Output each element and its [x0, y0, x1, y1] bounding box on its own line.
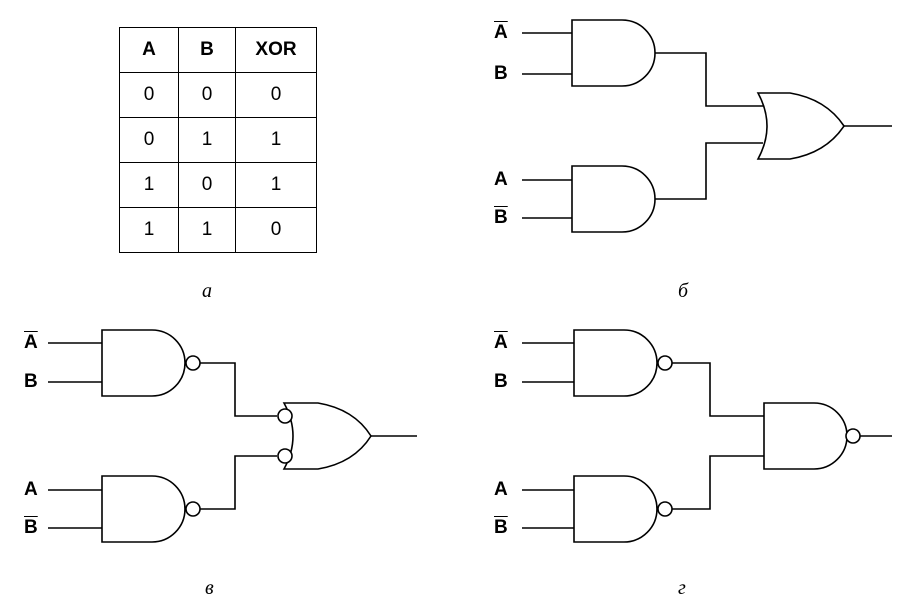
or-gate [756, 92, 845, 160]
circuit-v [48, 329, 417, 543]
or-gate [282, 402, 372, 470]
caption-v: в [205, 577, 214, 599]
caption-a: а [202, 280, 212, 302]
input-label-a: A [494, 479, 508, 500]
circuit-b [522, 19, 892, 233]
table-cell: 0 [178, 72, 236, 118]
input-label-b: B [494, 63, 508, 84]
table-cell: 1 [235, 117, 317, 163]
table-header-row: A B XOR [119, 27, 317, 73]
nand-gate [101, 329, 186, 397]
input-label-a: A [494, 169, 508, 190]
nand-gate [763, 402, 848, 470]
inversion-bubble [277, 408, 293, 424]
nand-gate [573, 475, 658, 543]
table-cell: 0 [178, 162, 236, 208]
column-header: B [178, 27, 236, 73]
table-cell: 0 [119, 72, 179, 118]
and-gate [571, 165, 656, 233]
table-row: 0 0 0 [119, 72, 317, 118]
table-cell: 0 [235, 207, 317, 253]
input-label-b: B [494, 371, 508, 392]
inversion-bubble [185, 501, 201, 517]
inversion-bubble [185, 355, 201, 371]
input-label-b: B [24, 371, 38, 392]
nand-gate [101, 475, 186, 543]
inversion-bubble [657, 501, 673, 517]
inversion-bubble [277, 448, 293, 464]
xor-truth-table: A B XOR 0 0 0 0 1 1 1 0 1 1 1 0 [119, 27, 317, 253]
column-header: A [119, 27, 179, 73]
table-row: 1 1 0 [119, 207, 317, 253]
input-label-a-inverted: A [24, 332, 38, 353]
caption-b: б [678, 280, 689, 302]
input-label-a-inverted: A [494, 22, 508, 43]
input-label-a-inverted: A [494, 332, 508, 353]
table-cell: 1 [178, 207, 236, 253]
input-label-a: A [24, 479, 38, 500]
inversion-bubble [657, 355, 673, 371]
caption-g: г [678, 577, 686, 599]
nand-gate [573, 329, 658, 397]
input-label-b-inverted: B [494, 207, 508, 228]
table-cell: 1 [178, 117, 236, 163]
table-row: 0 1 1 [119, 117, 317, 163]
and-gate [571, 19, 656, 87]
input-label-b-inverted: B [494, 517, 508, 538]
inversion-bubble [845, 428, 861, 444]
circuit-g [522, 329, 892, 543]
table-cell: 0 [235, 72, 317, 118]
input-label-b-inverted: B [24, 517, 38, 538]
